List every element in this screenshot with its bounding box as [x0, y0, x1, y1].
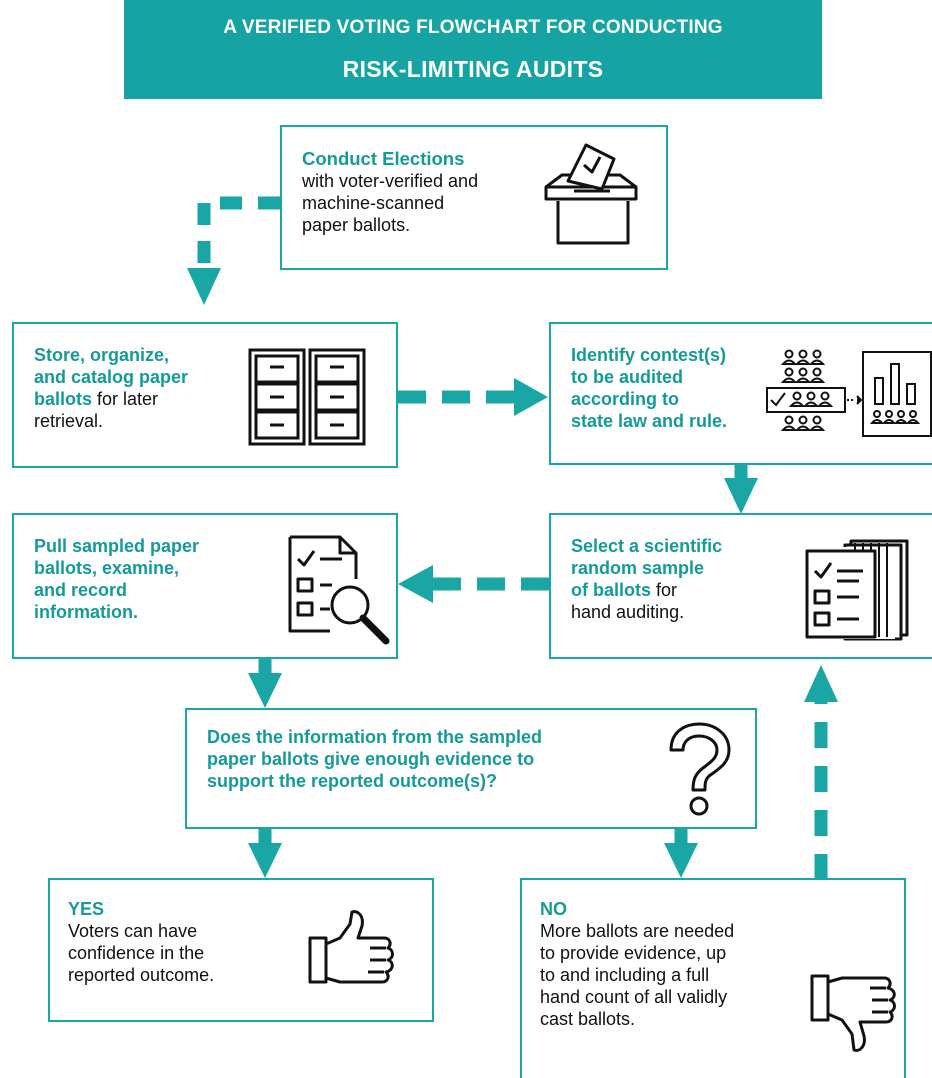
- file-cabinet-icon: [248, 348, 366, 446]
- step-select-sample: Select a scientific random sample of bal…: [549, 513, 932, 659]
- conduct-line-2: machine-scanned: [302, 193, 445, 213]
- step-pull-sampled: Pull sampled paper ballots, examine, and…: [12, 513, 398, 659]
- identify-line-3: according to: [571, 389, 680, 409]
- yes-line-1: Voters can have: [68, 921, 198, 941]
- store-line-3-bold: ballots: [34, 389, 93, 409]
- ballot-stack-icon: [805, 539, 909, 641]
- no-title: NO: [540, 899, 567, 919]
- yes-line-3: reported outcome.: [68, 965, 215, 985]
- no-line-5: cast ballots.: [540, 1009, 636, 1029]
- no-line-4: hand count of all validly: [540, 987, 728, 1007]
- no-line-3: to and including a full: [540, 965, 710, 985]
- thumbs-up-icon: [308, 910, 394, 984]
- step-store-ballots: Store, organize, and catalog paper ballo…: [12, 322, 398, 468]
- no-line-2: to provide evidence, up: [540, 943, 727, 963]
- people-row-2: [780, 367, 826, 383]
- arrowhead-yes: [248, 843, 282, 878]
- pull-line-2: ballots, examine,: [34, 558, 180, 578]
- select-line-1: Select a scientific: [571, 536, 723, 556]
- ballot-box-icon: [544, 143, 638, 245]
- select-line-3-bold: of ballots: [571, 580, 651, 600]
- ballot-magnifier-icon: [288, 535, 390, 645]
- thumbs-down-icon: [810, 974, 896, 1052]
- identify-line-4: state law and rule.: [571, 411, 728, 431]
- question-line-2: paper ballots give enough evidence to: [207, 749, 535, 769]
- title-line-2: RISK-LIMITING AUDITS: [342, 56, 604, 82]
- store-line-4: retrieval.: [34, 411, 104, 431]
- question-line-1: Does the information from the sampled: [207, 727, 543, 747]
- connector-conduct-to-store: [197, 196, 280, 270]
- people-row-1: [780, 349, 826, 365]
- outcome-yes: YES Voters can have confidence in the re…: [48, 878, 434, 1022]
- pull-line-4: information.: [34, 602, 138, 622]
- store-line-2: and catalog paper: [34, 367, 189, 387]
- yes-line-2: confidence in the: [68, 943, 205, 963]
- pull-line-3: and record: [34, 580, 128, 600]
- conduct-heading: Conduct Elections: [302, 148, 465, 169]
- select-line-4: hand auditing.: [571, 602, 685, 622]
- title-line-1: A VERIFIED VOTING FLOWCHART FOR CONDUCTI…: [223, 17, 723, 38]
- conduct-line-3: paper ballots.: [302, 215, 411, 235]
- no-line-1: More ballots are needed: [540, 921, 735, 941]
- select-line-2: random sample: [571, 558, 705, 578]
- pull-line-1: Pull sampled paper: [34, 536, 200, 556]
- title-banner: A VERIFIED VOTING FLOWCHART FOR CONDUCTI…: [124, 0, 822, 99]
- outcome-no: NO More ballots are needed to provide ev…: [520, 878, 906, 1078]
- arrowhead-no: [664, 843, 698, 878]
- step-identify-contests: Identify contest(s) to be audited accord…: [549, 322, 932, 465]
- question-line-3: support the reported outcome(s)?: [207, 771, 498, 791]
- conduct-line-1: with voter-verified and: [302, 171, 479, 191]
- identify-line-1: Identify contest(s): [571, 345, 727, 365]
- identify-line-2: to be audited: [571, 367, 683, 387]
- arrowhead-back-to-select: [804, 665, 838, 702]
- arrowhead-select: [724, 478, 758, 514]
- contest-selection-icon: [766, 349, 932, 437]
- yes-title: YES: [68, 899, 105, 919]
- step-evidence-question: Does the information from the sampled pa…: [185, 708, 757, 829]
- people-row-4: [780, 415, 826, 431]
- step-conduct-elections: Conduct Elections with voter-verified an…: [280, 125, 668, 270]
- arrowhead-store: [187, 268, 221, 305]
- question-mark-icon: [669, 722, 731, 816]
- select-line-3-rest: for: [651, 580, 678, 600]
- store-line-1: Store, organize,: [34, 345, 170, 365]
- arrowhead-pull: [398, 565, 433, 603]
- arrowhead-identify: [514, 378, 548, 416]
- arrowhead-question: [248, 673, 282, 708]
- store-line-3-rest: for later: [92, 389, 159, 409]
